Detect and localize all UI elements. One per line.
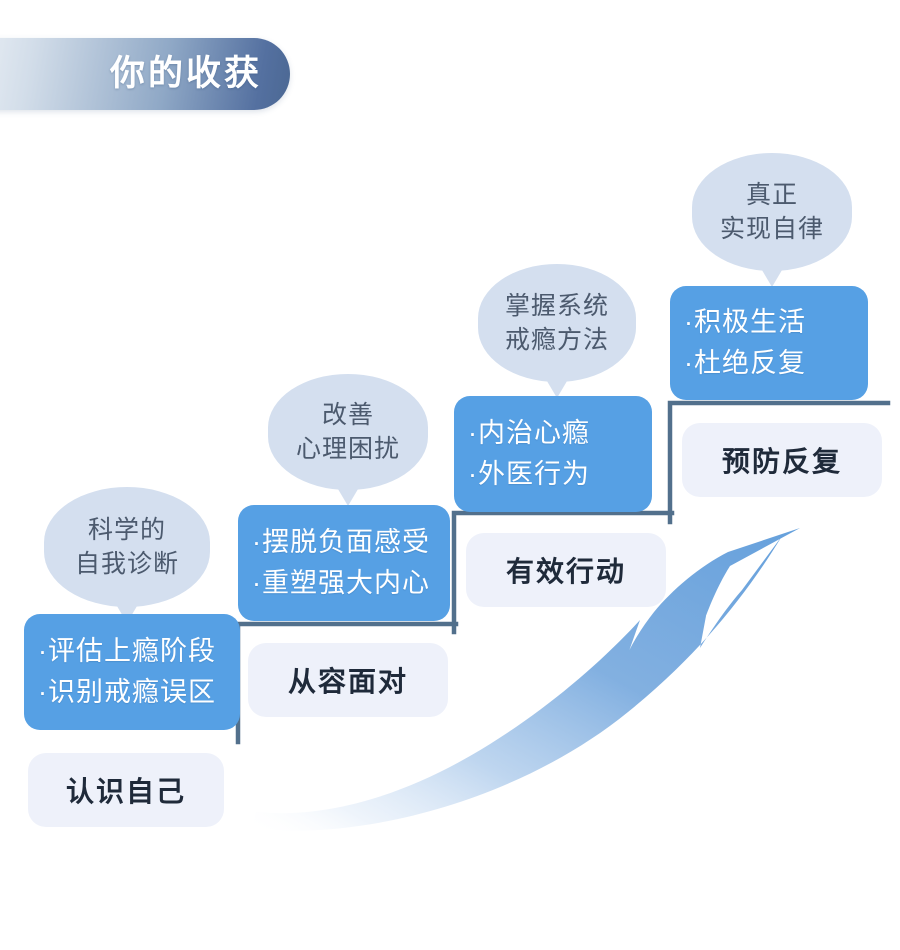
blue-box-step-4-line2: ·杜绝反复 bbox=[684, 348, 806, 378]
blue-box-step-1-line2: ·识别戒瘾误区 bbox=[38, 677, 216, 707]
bubble-step-3-line1: 掌握系统 bbox=[504, 291, 609, 320]
page-title: 你的收获 bbox=[110, 54, 263, 93]
stage-label-step-1: 认识自己 bbox=[28, 753, 224, 827]
blue-box-step-2: ·摆脱负面感受 ·重塑强大内心 bbox=[238, 505, 450, 621]
bubble-tail-icon bbox=[544, 376, 570, 398]
bubble-step-4: 真正 实现自律 bbox=[692, 153, 852, 287]
bubble-step-1-line2: 自我诊断 bbox=[74, 550, 179, 578]
stage-label-step-3: 有效行动 bbox=[466, 533, 666, 607]
bubble-step-2-line2: 心理困扰 bbox=[295, 435, 400, 463]
blue-box-step-4: ·积极生活 ·杜绝反复 bbox=[670, 286, 868, 400]
bubble-step-3-line2: 戒瘾方法 bbox=[504, 326, 609, 354]
blue-box-step-4-line1: ·积极生活 bbox=[684, 306, 806, 337]
blue-box-step-1-line1: ·评估上瘾阶段 bbox=[38, 635, 216, 666]
bubble-step-4-line1: 真正 bbox=[745, 180, 798, 209]
blue-box-step-3: ·内治心瘾 ·外医行为 bbox=[454, 396, 652, 512]
stage-label-step-2: 从容面对 bbox=[248, 643, 448, 717]
bubble-tail-icon bbox=[759, 265, 785, 287]
blue-box-step-3-line1: ·内治心瘾 bbox=[468, 417, 590, 448]
bubble-step-3: 掌握系统 戒瘾方法 bbox=[478, 264, 636, 398]
bubble-step-2: 改善 心理困扰 bbox=[268, 374, 428, 506]
stage-label-step-4: 预防反复 bbox=[682, 423, 882, 497]
header-banner bbox=[0, 38, 290, 110]
blue-box-step-2-line1: ·摆脱负面感受 bbox=[252, 526, 430, 557]
bubble-tail-icon bbox=[335, 484, 361, 506]
blue-box-step-2-line2: ·重塑强大内心 bbox=[252, 568, 430, 598]
bubble-step-1: 科学的 自我诊断 bbox=[44, 487, 210, 623]
blue-box-step-1: ·评估上瘾阶段 ·识别戒瘾误区 bbox=[24, 614, 240, 730]
bubble-step-2-line1: 改善 bbox=[321, 400, 374, 429]
bubble-step-1-line1: 科学的 bbox=[87, 515, 166, 544]
bubble-step-4-line2: 实现自律 bbox=[719, 215, 824, 243]
blue-box-step-3-line2: ·外医行为 bbox=[468, 459, 590, 489]
